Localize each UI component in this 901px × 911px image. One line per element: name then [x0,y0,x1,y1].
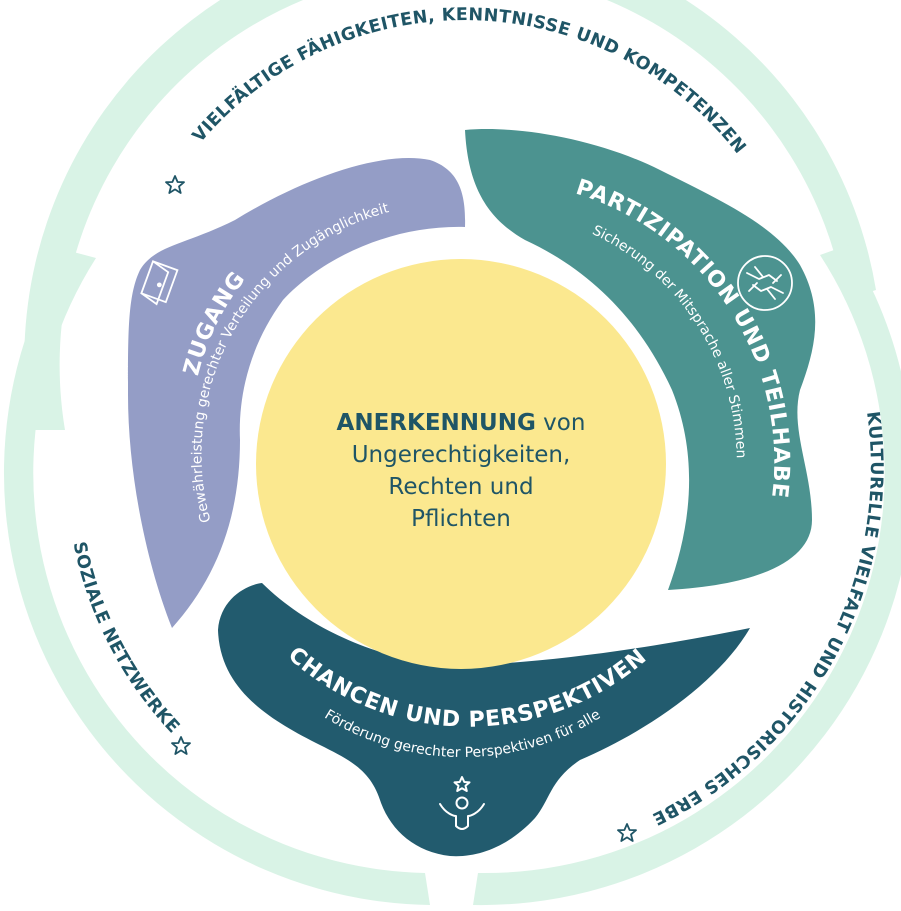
ring-segment-right [473,245,901,906]
center: ANERKENNUNG von Ungerechtigkeiten, Recht… [256,259,666,669]
petal-partizipation-shape [465,129,816,591]
door-icon [140,260,179,306]
center-line-1: ANERKENNUNG von [337,410,586,436]
petal-chancen-shape [218,583,750,857]
petal-zugang-shape [128,158,466,629]
center-line-2: Ungerechtigkeiten, [352,442,571,468]
center-circle [256,259,666,669]
hands-together-icon [737,255,793,311]
star-icon [171,736,191,755]
center-line-3: Rechten und [388,474,533,500]
outer-ring [3,0,901,906]
center-bold-word: ANERKENNUNG [337,410,536,436]
center-line-1-rest: von [536,410,586,436]
star-icon [165,175,185,194]
person-star-icon [439,776,485,830]
star-icon [617,823,637,842]
center-line-4: Pflichten [411,506,511,532]
ring-segment-left [3,250,430,905]
